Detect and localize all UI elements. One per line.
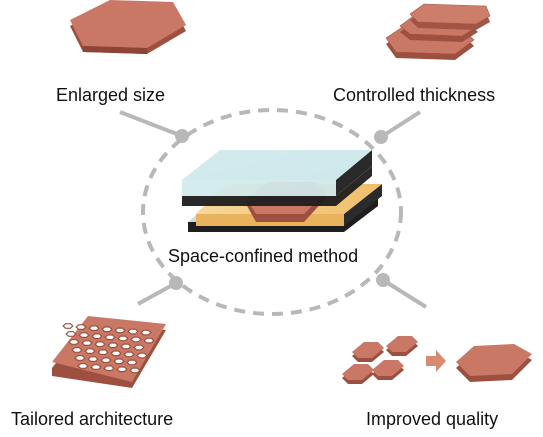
connector-top-left <box>119 110 189 143</box>
lattice-pore <box>114 327 126 334</box>
sandwich-illustration <box>182 150 382 232</box>
label-enlarged-size: Enlarged size <box>56 85 166 105</box>
lattice-pore <box>97 349 109 356</box>
right-arrow-icon <box>426 350 446 372</box>
lattice-pore <box>100 357 112 364</box>
lattice-pore <box>75 324 87 330</box>
lattice-pore <box>91 333 103 340</box>
honeycomb-lattice-icon <box>52 316 166 388</box>
dashed-ellipse <box>141 108 403 316</box>
lattice-pore <box>65 331 77 337</box>
lattice-pore <box>88 325 100 332</box>
lattice-pore <box>107 342 119 349</box>
stacked-layers-icon <box>385 3 491 60</box>
lattice-pore <box>120 343 132 350</box>
lattice-pore <box>84 348 96 354</box>
lattice-pore <box>136 352 148 359</box>
lattice-pore <box>77 363 89 369</box>
lattice-pore <box>113 358 125 365</box>
lattice-pore <box>104 334 116 341</box>
quality-improvement-icon <box>342 336 532 384</box>
lattice-pore <box>116 366 128 373</box>
lattice-pore <box>101 326 113 333</box>
small-flakes <box>342 336 418 384</box>
label-improved-quality: Improved quality <box>366 409 499 429</box>
lattice-pore <box>68 339 80 345</box>
connector-bottom-right <box>376 273 428 309</box>
lattice-pore <box>127 328 139 335</box>
lattice-pore <box>71 347 83 353</box>
lattice-pore <box>130 336 142 343</box>
lattice-pore <box>94 341 106 348</box>
label-controlled-thickness: Controlled thickness <box>333 85 496 105</box>
large-flake <box>456 344 532 382</box>
label-tailored-architecture: Tailored architecture <box>11 409 174 429</box>
lattice-pore <box>81 340 93 346</box>
lattice-pore <box>140 329 152 336</box>
connector-top-right <box>374 110 422 144</box>
large-hexagon-icon <box>70 0 186 54</box>
lattice-pore <box>103 365 115 372</box>
lattice-pore <box>78 332 90 338</box>
lattice-pore <box>133 344 145 351</box>
lattice-pore <box>126 359 138 366</box>
lattice-pore <box>110 350 122 357</box>
lattice-pore <box>129 367 141 374</box>
lattice-pore <box>87 356 99 362</box>
lattice-pore <box>62 323 74 329</box>
lattice-pore <box>123 351 135 358</box>
lattice-pore <box>74 355 86 361</box>
connector-bottom-left <box>137 276 183 306</box>
lattice-pore <box>143 337 155 344</box>
lattice-pore <box>117 335 129 342</box>
label-space-confined-method: Space-confined method <box>168 246 359 266</box>
lattice-pore <box>90 364 102 370</box>
